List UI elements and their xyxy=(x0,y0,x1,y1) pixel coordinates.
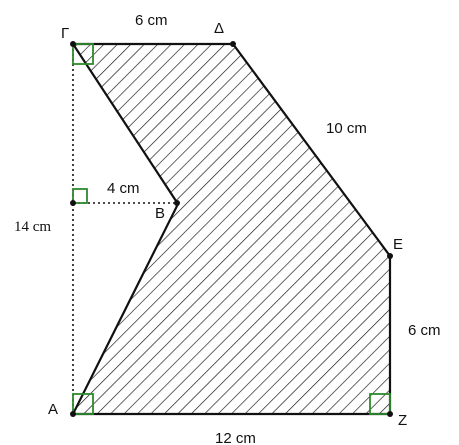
vertex-label-z: Z xyxy=(398,412,407,429)
vertex-dot-gamma xyxy=(70,41,76,47)
right-angle-mark-a xyxy=(72,393,94,415)
vertex-label-a: Α xyxy=(48,401,58,418)
length-label-gamma-delta: 6 cm xyxy=(135,12,168,29)
length-label-e-z: 6 cm xyxy=(408,322,441,339)
right-angle-mark-z xyxy=(369,393,391,415)
length-label-delta-e: 10 cm xyxy=(326,120,367,137)
length-label-gamma-a: 14 cm xyxy=(14,219,51,235)
shaded-hexagon-region xyxy=(70,42,392,416)
vertex-label-gamma: Γ xyxy=(61,25,69,42)
vertex-dot-b xyxy=(174,200,180,206)
vertex-dot-z xyxy=(387,411,393,417)
right-angle-mark-gamma xyxy=(72,43,94,65)
vertex-label-delta: Δ xyxy=(214,20,224,37)
right-angle-mark-b-foot xyxy=(72,188,88,204)
vertex-label-e: E xyxy=(393,236,403,253)
vertex-label-b: Β xyxy=(155,205,165,222)
vertex-dot-e xyxy=(387,253,393,259)
vertex-dot-b-foot xyxy=(70,200,76,206)
vertex-dot-delta xyxy=(230,41,236,47)
vertex-dot-a xyxy=(70,411,76,417)
length-label-b-distance: 4 cm xyxy=(107,180,140,197)
length-label-a-z: 12 cm xyxy=(215,430,256,445)
